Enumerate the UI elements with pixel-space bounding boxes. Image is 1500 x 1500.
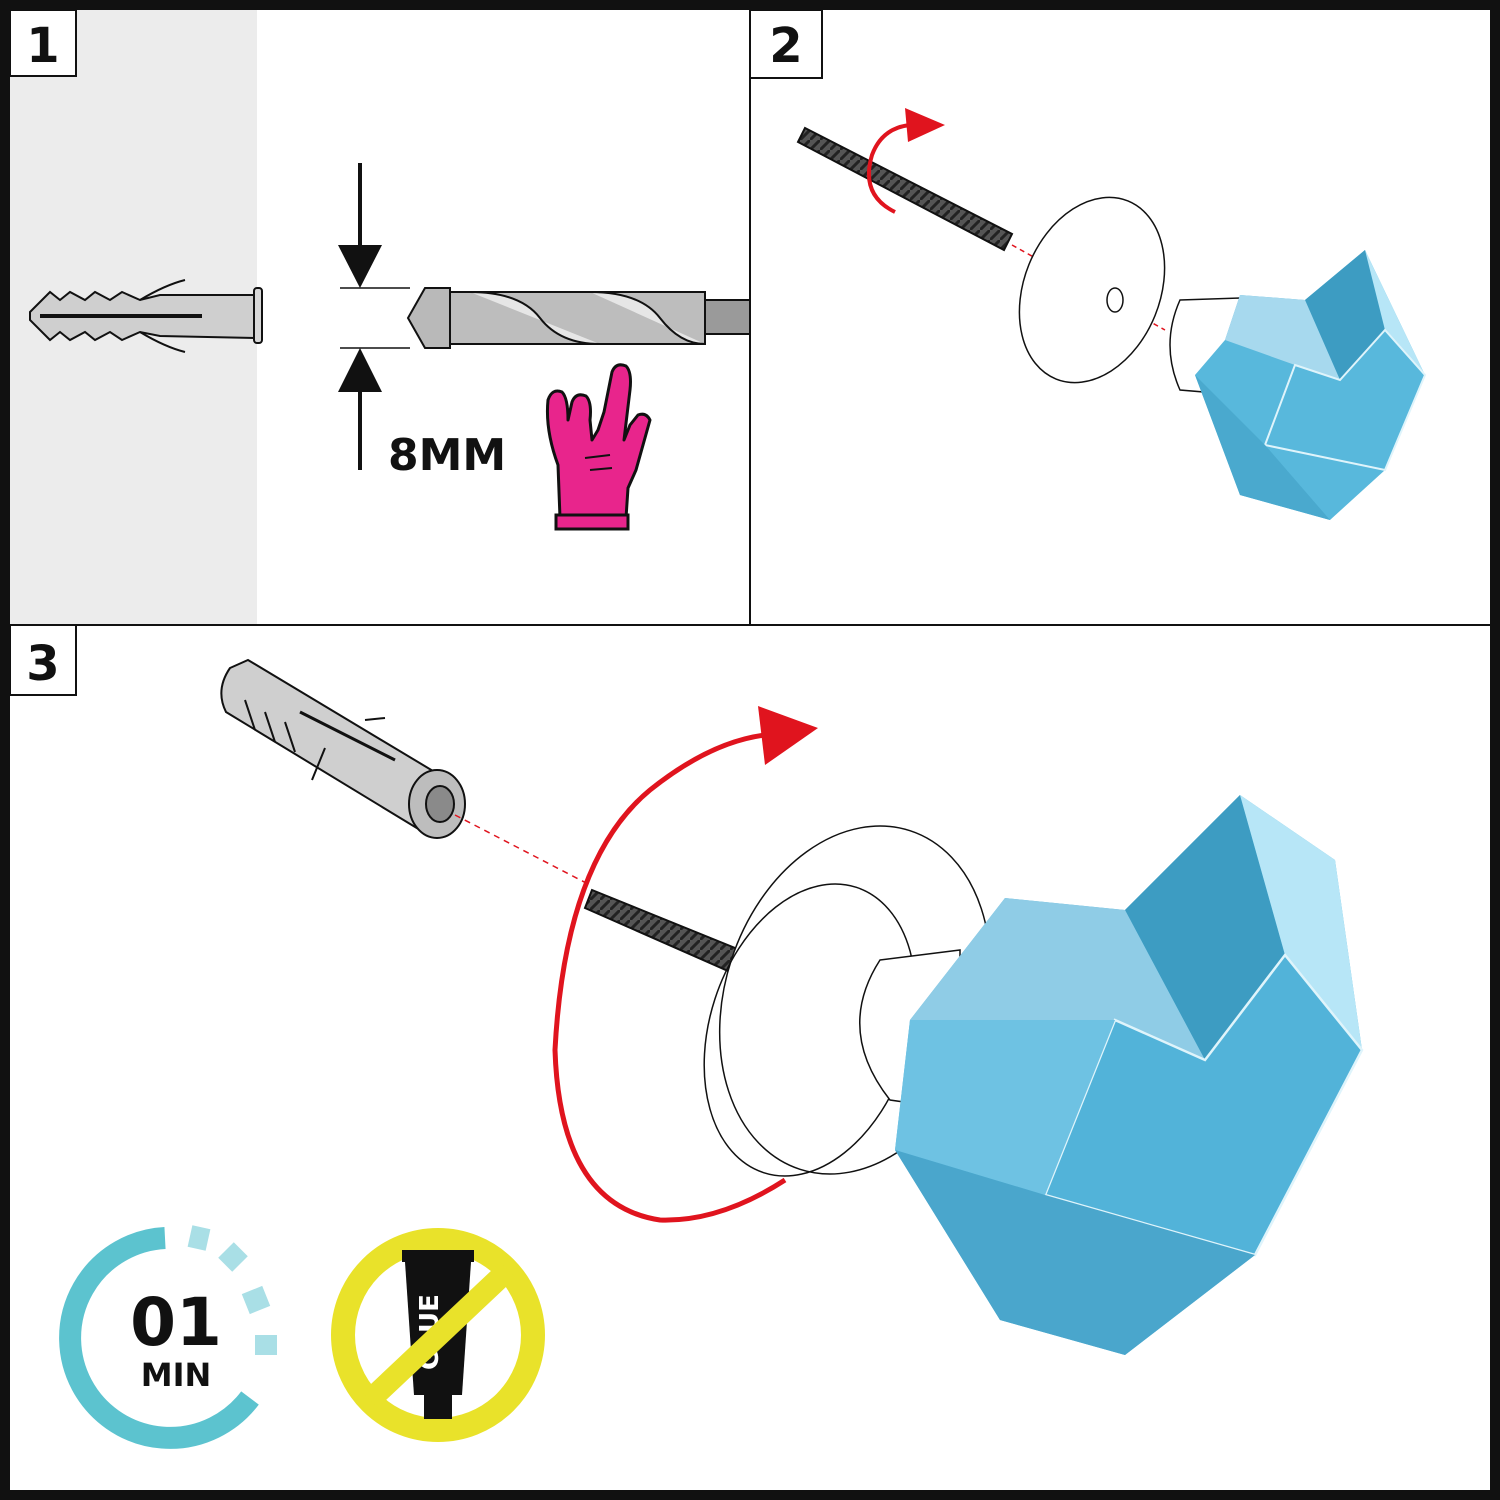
timer-icon: 01 MIN bbox=[59, 1225, 277, 1449]
rock-hand-icon bbox=[545, 363, 652, 531]
gem-knob-small bbox=[1195, 250, 1427, 520]
rosette-base bbox=[1018, 196, 1166, 384]
step-badge-1 bbox=[9, 9, 77, 77]
no-glue-icon: GLUE bbox=[331, 1228, 545, 1442]
rotation-arrow-icon bbox=[866, 108, 945, 214]
drill-size-label: 8MM bbox=[388, 430, 506, 481]
rotation-arrow-icon bbox=[552, 706, 818, 1223]
wall-plug-icon bbox=[29, 279, 263, 353]
step-badge-2 bbox=[749, 9, 823, 79]
drill-bit-icon bbox=[406, 287, 751, 349]
panel-step-2: 2 bbox=[749, 9, 1427, 520]
panel-step-1: 1 8MM bbox=[9, 9, 751, 625]
timer-value: 01 bbox=[130, 1284, 222, 1361]
wall-plug-icon bbox=[220, 658, 466, 839]
timer-unit: MIN bbox=[141, 1356, 212, 1394]
step-number-2: 2 bbox=[769, 18, 802, 74]
gem-knob-large bbox=[895, 795, 1364, 1355]
screw-icon bbox=[796, 126, 1014, 252]
step-badge-3 bbox=[9, 624, 77, 696]
step-number-1: 1 bbox=[26, 18, 59, 74]
dimension-arrows bbox=[338, 163, 410, 470]
step-number-3: 3 bbox=[26, 636, 59, 692]
panel-step-3: 3 bbox=[9, 624, 1490, 1449]
